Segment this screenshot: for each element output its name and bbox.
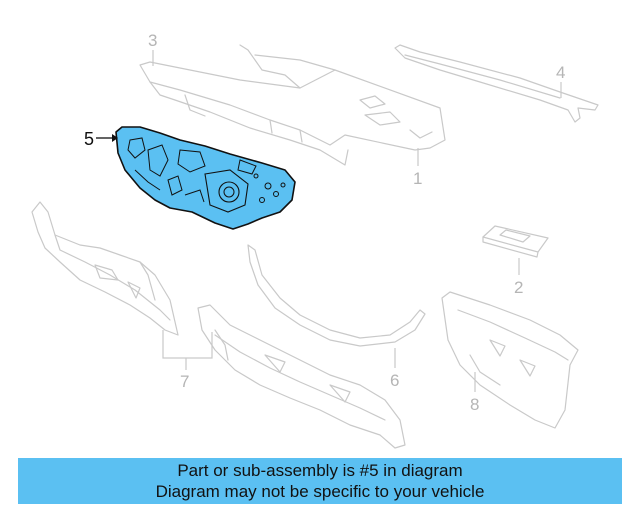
part-7-dash-panels <box>31 201 406 449</box>
svg-text:7: 7 <box>180 372 189 391</box>
svg-text:4: 4 <box>556 63 565 82</box>
callout-4: 4 <box>556 63 565 98</box>
svg-text:1: 1 <box>413 169 422 188</box>
caption-line-2: Diagram may not be specific to your vehi… <box>155 482 485 501</box>
callout-6: 6 <box>390 348 399 390</box>
svg-text:8: 8 <box>470 395 479 414</box>
part-1-cowl-panel <box>139 44 446 166</box>
part-5-dash-insulator <box>115 126 296 230</box>
part-4-cowl-strip <box>394 44 599 123</box>
callout-7: 7 <box>162 330 213 391</box>
callout-1: 1 <box>413 148 422 188</box>
caption-banner: Part or sub-assembly is #5 in diagram Di… <box>18 458 622 504</box>
part-6-insulator <box>247 244 426 347</box>
svg-text:2: 2 <box>514 278 523 297</box>
caption-line-1: Part or sub-assembly is #5 in diagram <box>177 461 463 480</box>
callout-8: 8 <box>470 372 479 414</box>
part-8-dash-panel <box>441 291 579 429</box>
callout-3: 3 <box>148 31 157 66</box>
parts-diagram: 3 4 1 2 6 7 8 5 <box>31 31 599 449</box>
callout-5: 5 <box>84 129 118 149</box>
callout-2: 2 <box>514 258 523 297</box>
part-2-pad <box>482 225 549 258</box>
svg-text:6: 6 <box>390 371 399 390</box>
svg-text:3: 3 <box>148 31 157 50</box>
svg-text:5: 5 <box>84 129 94 149</box>
